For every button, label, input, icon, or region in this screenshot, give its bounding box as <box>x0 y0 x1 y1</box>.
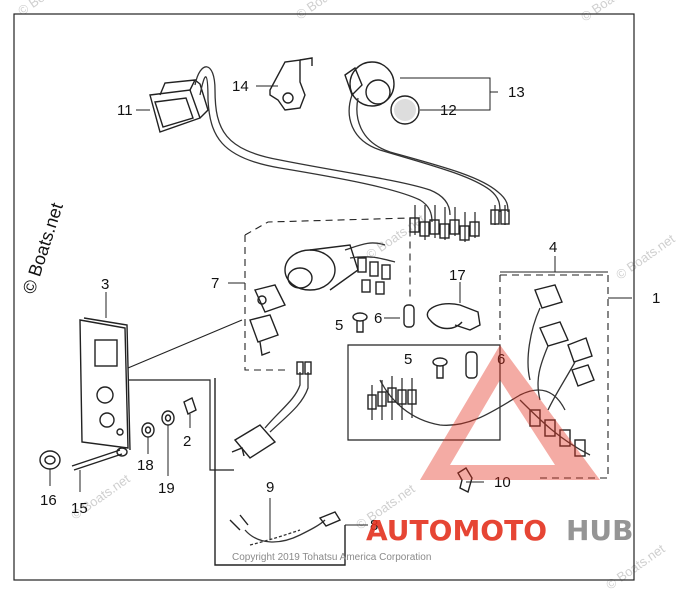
part-sleeve-6-upper <box>403 304 415 328</box>
part-panel-3 <box>79 317 131 451</box>
callout-14: 14 <box>232 78 249 95</box>
panel-link-line-1 <box>127 319 243 369</box>
part-screw-5-lower <box>432 357 448 379</box>
callout-9: 9 <box>266 479 274 496</box>
part-gauge-13 <box>344 61 509 213</box>
part-stop-switch-8 <box>214 361 346 566</box>
callout-11: 11 <box>117 102 133 119</box>
part-nut-16 <box>39 450 61 470</box>
callout-6-lower: 6 <box>497 351 505 368</box>
callout-1: 1 <box>652 290 660 307</box>
logo-text-automoto: AUTOMOTO <box>366 514 547 547</box>
callout-10: 10 <box>494 474 511 491</box>
part-clamp-17 <box>426 303 481 331</box>
logo-text-hub: HUB <box>566 514 634 547</box>
callout-17: 17 <box>449 267 466 284</box>
watermark-3: © Boats.net <box>578 0 643 24</box>
part-screw-15 <box>71 447 128 471</box>
watermark-2: © Boats.net <box>293 0 358 22</box>
callout-5-lower: 5 <box>404 351 412 368</box>
boats-net-watermark: © Boats.net <box>19 200 67 296</box>
watermark-1: © Boats.net <box>15 0 80 18</box>
callout-12: 12 <box>440 102 457 119</box>
part-washer-19 <box>161 410 175 426</box>
callout-19: 19 <box>158 480 175 497</box>
callout-16: 16 <box>40 492 57 509</box>
automotohub-logo: AUTOMOTO HUB <box>366 345 634 547</box>
part-washer-18 <box>141 422 155 438</box>
part-clip-10 <box>457 467 473 494</box>
watermark-layer: © Boats.net © Boats.net © Boats.net © Bo… <box>15 0 678 592</box>
callout-8: 8 <box>370 517 378 534</box>
callout-labels: 11 14 12 13 3 7 17 4 1 5 6 5 6 2 18 19 1… <box>40 78 660 534</box>
callout-2: 2 <box>183 433 191 450</box>
callout-6-upper: 6 <box>374 310 382 327</box>
part-nut-2 <box>183 397 197 415</box>
callout-13: 13 <box>508 84 525 101</box>
part-lanyard-9 <box>229 511 342 546</box>
part-screw-5-upper <box>352 312 368 333</box>
logo-triangle <box>420 345 600 480</box>
connector-cluster-top <box>409 205 510 242</box>
callout-3: 3 <box>101 276 109 293</box>
part-key-switch-7 <box>244 217 411 371</box>
watermark-8: © Boats.net <box>603 541 668 593</box>
callout-4: 4 <box>549 239 557 256</box>
part-bracket-14 <box>269 57 313 111</box>
diagram-frame <box>13 13 635 581</box>
callout-5-upper: 5 <box>335 317 343 334</box>
callout-15: 15 <box>71 500 88 517</box>
part-sleeve-6-lower <box>465 351 478 379</box>
part-harness-1 <box>347 274 609 479</box>
copyright-text: Copyright 2019 Tohatsu America Corporati… <box>232 552 431 563</box>
panel-link-line-2 <box>128 379 234 471</box>
watermark-5: © Boats.net <box>613 231 678 283</box>
part-disc-12 <box>390 95 420 125</box>
part-switch-11 <box>149 66 451 223</box>
leader-lines <box>49 77 632 540</box>
callout-18: 18 <box>137 457 154 474</box>
callout-7: 7 <box>211 275 219 292</box>
